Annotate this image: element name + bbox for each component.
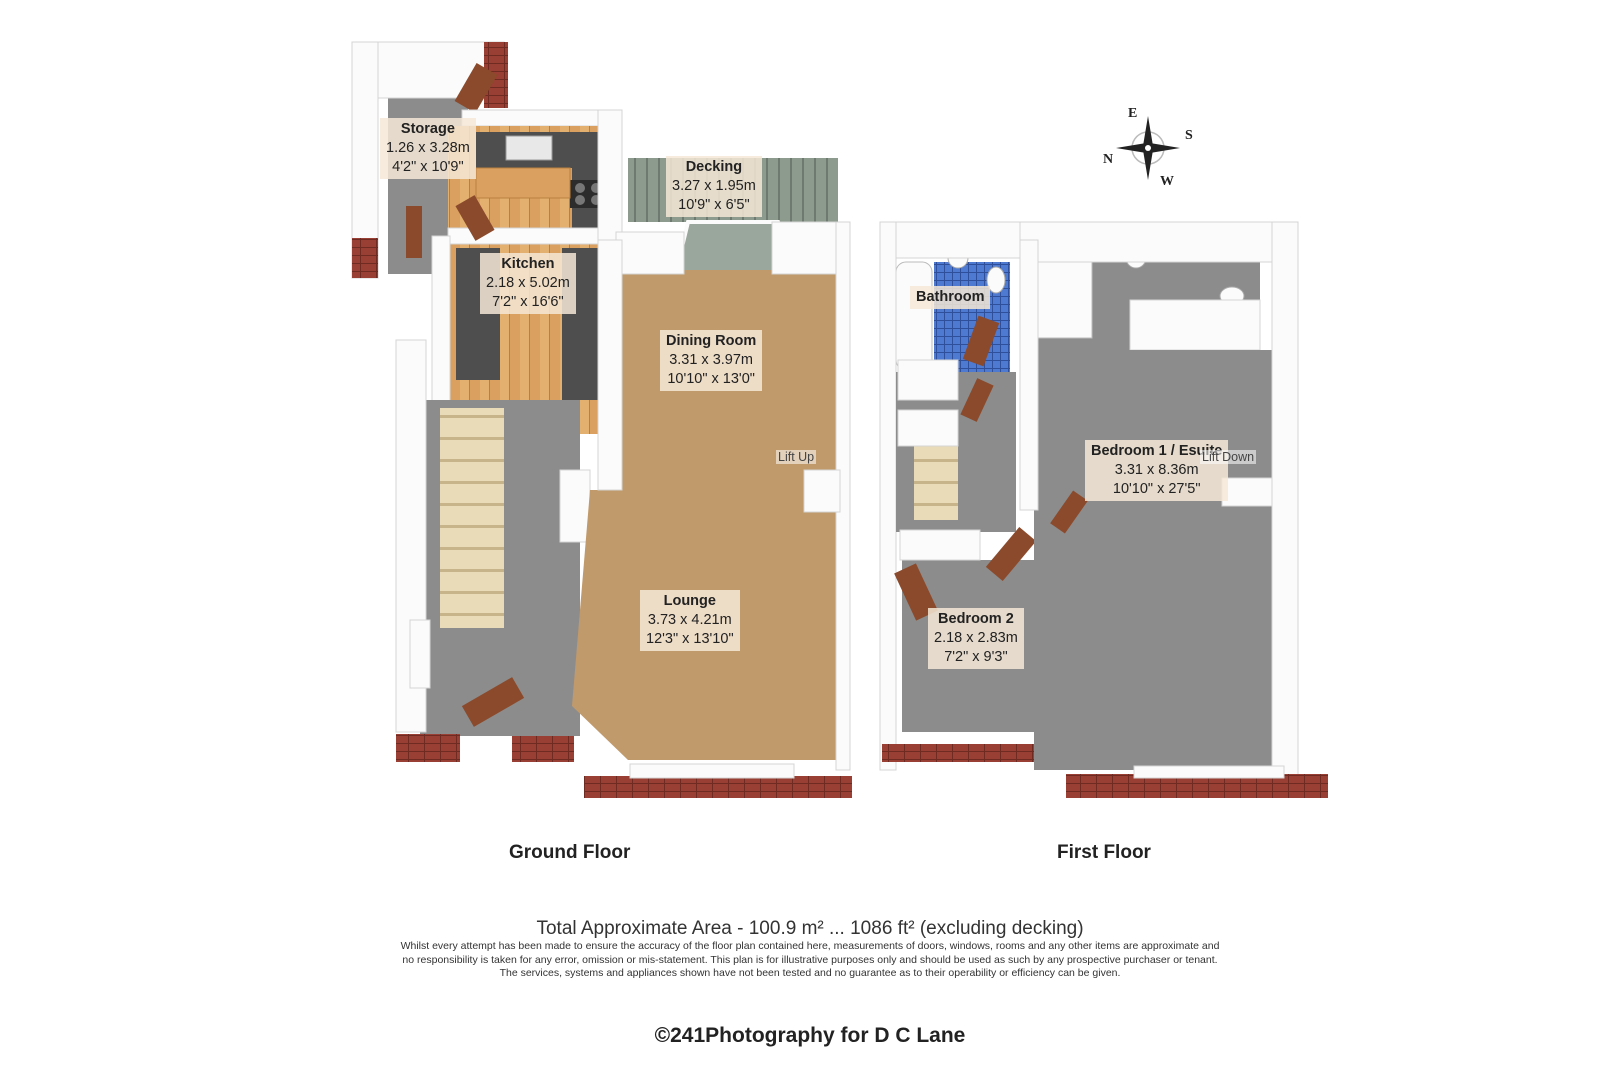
room-label-bedroom-2: Bedroom 2 2.18 x 2.83m 7'2" x 9'3" — [928, 608, 1024, 669]
ff-wall-top-right — [1019, 221, 1291, 263]
ff-wall-top-left — [881, 221, 1021, 259]
hob-ring — [575, 195, 585, 205]
room-dimension-metric: 1.26 x 3.28m — [386, 140, 470, 156]
compass-east-label: E — [1128, 106, 1138, 121]
room-dimension-imperial: 10'10" x 27'5" — [1112, 481, 1201, 497]
lift-down-label: Lift Down — [1200, 450, 1257, 464]
room-dimension-metric: 2.18 x 2.83m — [934, 630, 1018, 646]
hall-brick-bottom — [396, 734, 460, 762]
ensuite-wall — [1129, 299, 1261, 351]
lift-up-label: Lift Up — [776, 450, 817, 464]
storage-door — [454, 62, 498, 114]
room-label-lounge: Lounge 3.73 x 4.21m 12'3" x 13'10" — [640, 590, 740, 651]
room-dimension-metric: 3.73 x 4.21m — [647, 612, 732, 628]
room-label-decking: Decking 3.27 x 1.95m 10'9" x 6'5" — [666, 156, 762, 217]
room-dimension-metric: 2.18 x 5.02m — [486, 275, 570, 291]
hall-brick-bottom-2 — [512, 736, 574, 762]
photography-credit: ©241Photography for D C Lane — [654, 1024, 966, 1047]
bedroom-2-door — [894, 563, 938, 621]
room-label-storage: Storage 1.26 x 3.28m 4'2" x 10'9" — [380, 118, 476, 179]
dining-wall-top-right — [771, 221, 841, 275]
landing-wall — [897, 359, 959, 401]
ff-wall-left — [879, 221, 897, 771]
total-area-text: Total Approximate Area - 100.9 m² ... 10… — [536, 918, 1084, 939]
compass-south-label: S — [1185, 128, 1193, 143]
bathroom-toilet — [986, 266, 1006, 294]
dining-wall-top-left — [615, 231, 685, 275]
hob-ring — [575, 183, 585, 193]
dining-wall-left — [597, 239, 623, 491]
hall-wall-mid — [559, 469, 591, 543]
room-name: Bedroom 2 — [938, 611, 1014, 627]
ground-stairs — [440, 408, 504, 628]
room-label-kitchen: Kitchen 2.18 x 5.02m 7'2" x 16'6" — [480, 253, 576, 314]
room-dimension-imperial: 4'2" x 10'9" — [392, 159, 464, 175]
bedroom-2-brick — [882, 744, 1062, 762]
room-dimension-metric: 3.27 x 1.95m — [672, 178, 756, 194]
landing-door — [960, 378, 994, 422]
room-dimension-metric: 3.31 x 3.97m — [669, 352, 754, 368]
ground-floor-plan — [351, 41, 852, 798]
lounge-pier-right — [803, 469, 841, 513]
room-dimension-imperial: 12'3" x 13'10" — [646, 631, 734, 647]
bedroom-1-floor — [1034, 350, 1290, 770]
bedroom-1-pier — [1221, 477, 1273, 507]
room-dimension-imperial: 10'10" x 13'0" — [667, 371, 755, 387]
front-door — [461, 677, 525, 727]
kitchen-cupboards — [475, 167, 571, 199]
compass-rose-icon — [1116, 116, 1180, 180]
room-name: Lounge — [663, 593, 716, 609]
room-name: Storage — [400, 121, 455, 137]
first-floor-stairs — [914, 446, 958, 520]
bath-tub — [895, 261, 933, 371]
room-dimension-imperial: 10'9" x 6'5" — [678, 197, 750, 213]
ground-floor-title: Ground Floor — [509, 842, 631, 863]
room-label-bedroom-1: Bedroom 1 / Esuite 3.31 x 8.36m 10'10" x… — [1085, 440, 1229, 501]
room-label-dining-room: Dining Room 3.31 x 3.97m 10'10" x 13'0" — [660, 330, 763, 391]
compass-west-label: W — [1160, 174, 1174, 189]
bedroom-2-door-2 — [985, 527, 1037, 581]
room-dimension-metric: 3.31 x 8.36m — [1114, 462, 1199, 478]
room-name: Dining Room — [666, 333, 757, 349]
hall-bay — [409, 619, 431, 689]
room-name: Decking — [685, 159, 743, 175]
ff-wall-right — [1271, 221, 1299, 783]
kitchen-wall-left — [431, 235, 451, 405]
bedroom-1-door — [1050, 490, 1088, 534]
disclaimer-line: no responsibility is taken for any error… — [402, 953, 1218, 966]
room-name: Bathroom — [916, 289, 985, 305]
room-dimension-imperial: 7'2" x 9'3" — [944, 649, 1008, 665]
bedroom-1-wall-bottom — [1133, 765, 1285, 779]
room-name: Kitchen — [501, 256, 555, 272]
disclaimer-line: Whilst every attempt has been made to en… — [400, 940, 1220, 952]
room-dimension-imperial: 7'2" x 16'6" — [492, 294, 564, 310]
disclaimer-line: The services, systems and appliances sho… — [499, 967, 1121, 979]
storage-brick-left — [352, 238, 378, 278]
kitchen-door — [455, 195, 495, 241]
first-floor-title: First Floor — [1057, 842, 1151, 863]
lounge-brick-bottom — [584, 776, 852, 798]
ensuite-partition — [1019, 239, 1039, 511]
kitchen-sink — [505, 135, 553, 161]
compass-north-label: N — [1103, 152, 1114, 167]
ensuite-shower — [1027, 261, 1093, 339]
bedroom-2-wall-top — [899, 529, 981, 561]
disclaimer: Whilst every attempt has been made to en… — [340, 940, 1280, 981]
storage-door-lower — [406, 206, 422, 258]
landing-wall-2 — [897, 409, 959, 447]
lounge-wall-bottom — [629, 763, 795, 779]
bathroom-door — [962, 315, 1000, 367]
room-label-bathroom: Bathroom — [910, 286, 991, 309]
first-floor-plan — [879, 221, 1328, 798]
room-name: Bedroom 1 / Esuite — [1091, 443, 1223, 459]
